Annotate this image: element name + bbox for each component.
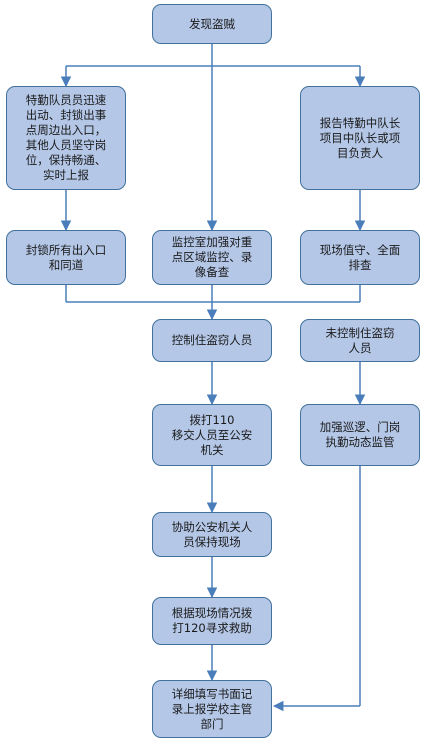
node-special-team-label: 特勤队员员迅速 出动、封锁出事 点周边出入口， 其他人员坚守岗 位，保持畅通、 … [25,93,107,182]
node-report-leaders-label: 报告特勤中队长 项目中队长或项 目负责人 [319,115,401,160]
node-call-110-label: 拨打110 移交人员至公安 机关 [171,412,253,457]
node-discover-thief: 发现盗贼 [152,4,272,44]
node-on-duty-check-label: 现场值守、全面 排查 [319,242,401,272]
node-monitor-room-label: 监控室加强对重 点区域监控、录 像备查 [171,235,253,279]
node-on-duty-check: 现场值守、全面 排查 [300,230,420,285]
node-call-110: 拨打110 移交人员至公安 机关 [152,404,272,466]
node-strengthen-patrol: 加强巡逻、门岗 执勤动态监管 [300,404,420,466]
node-special-team: 特勤队员员迅速 出动、封锁出事 点周边出入口， 其他人员坚守岗 位，保持畅通、 … [6,86,126,190]
node-assist-police-label: 协助公安机关人 员保持现场 [171,519,253,549]
node-call-120: 根据现场情况拨 打120寻求救助 [152,597,272,645]
node-written-report-label: 详细填写书面记 录上报学校主管 部门 [171,686,253,731]
node-report-leaders: 报告特勤中队长 项目中队长或项 目负责人 [300,86,420,190]
node-strengthen-patrol-label: 加强巡逻、门岗 执勤动态监管 [319,420,401,449]
node-seal-exits-label: 封锁所有出入口 和同道 [25,242,107,272]
node-call-120-label: 根据现场情况拨 打120寻求救助 [171,606,253,635]
node-monitor-room: 监控室加强对重 点区域监控、录 像备查 [152,230,272,285]
node-control-thief: 控制住盗窃人员 [152,319,272,362]
node-control-thief-label: 控制住盗窃人员 [171,333,253,347]
node-seal-exits: 封锁所有出入口 和同道 [6,230,126,285]
node-not-controlled-label: 未控制住盗窃 人员 [325,325,395,355]
node-discover-thief-label: 发现盗贼 [189,16,235,31]
node-not-controlled: 未控制住盗窃 人员 [300,319,420,362]
node-assist-police: 协助公安机关人 员保持现场 [152,512,272,557]
node-written-report: 详细填写书面记 录上报学校主管 部门 [152,680,272,738]
